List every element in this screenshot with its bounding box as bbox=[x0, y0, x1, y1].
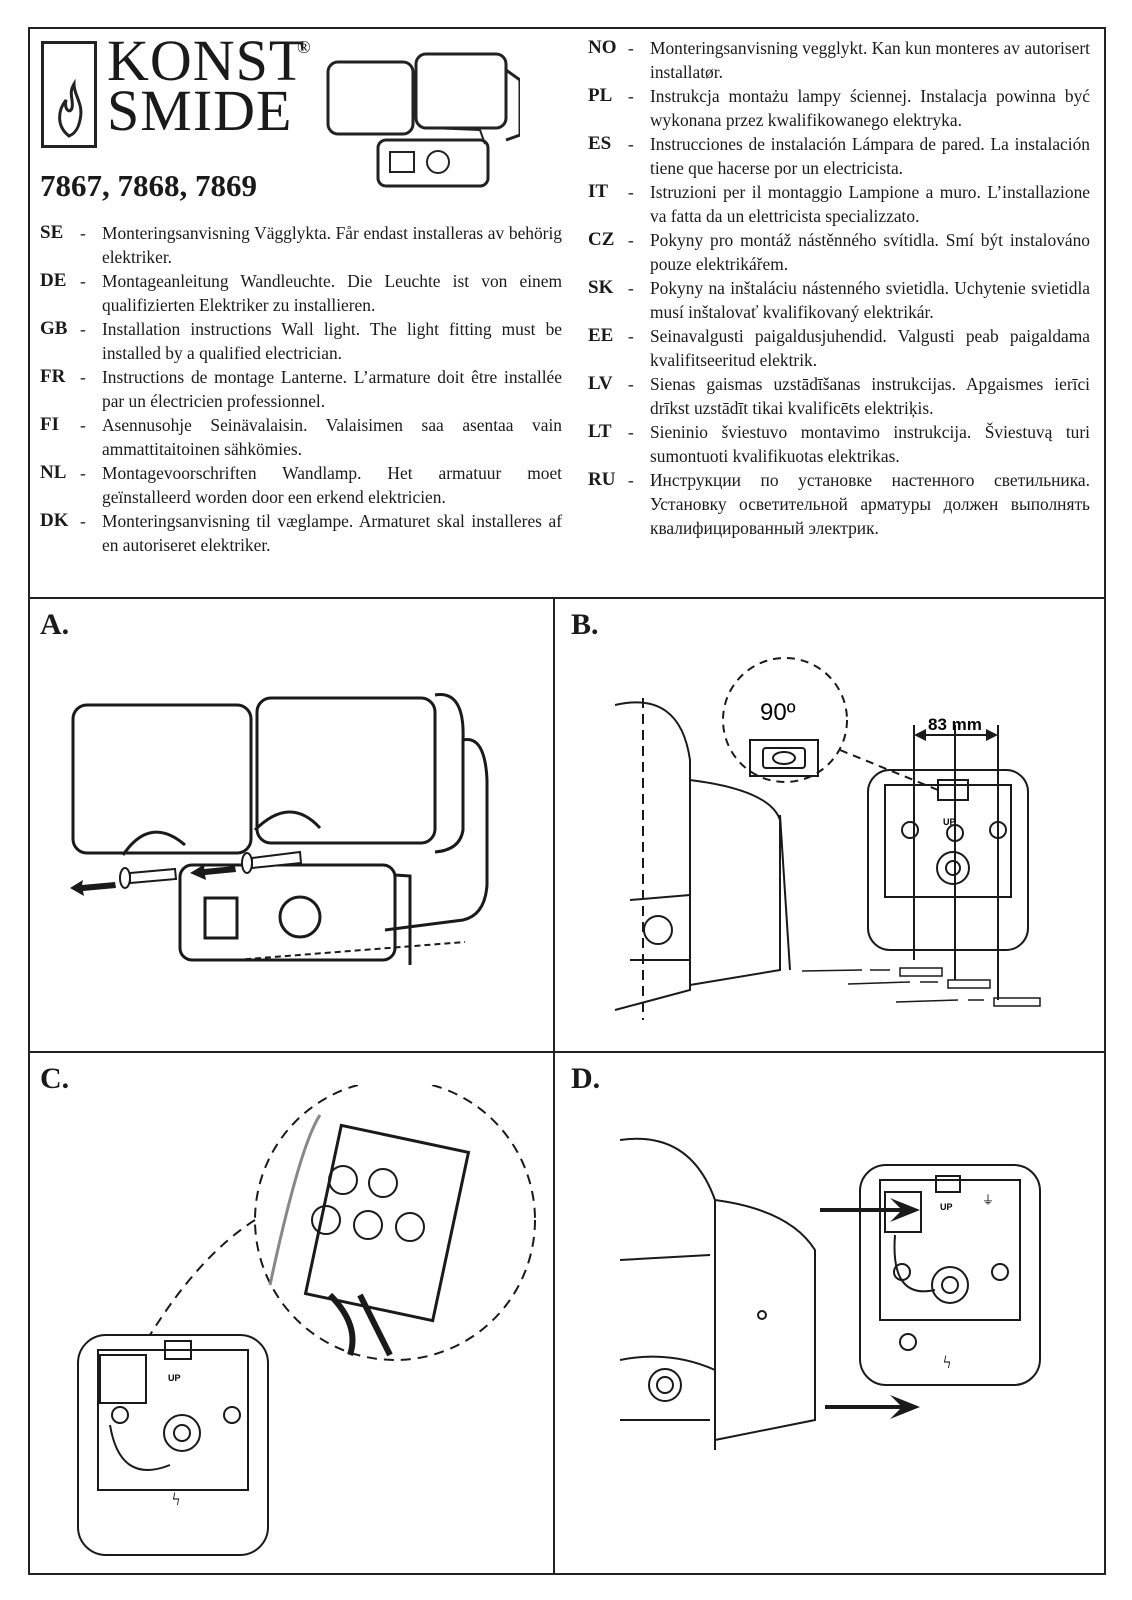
instructions-right-column: NO-Monteringsanvisning vegglykt. Kan kun… bbox=[588, 36, 1090, 540]
lang-code: LV bbox=[588, 373, 613, 394]
rotate-arrow-icon bbox=[121, 810, 322, 856]
model-numbers: 7867, 7868, 7869 bbox=[40, 168, 257, 203]
instruction-se: SE-Monteringsanvisning Vägglykta. Får en… bbox=[40, 222, 562, 267]
lang-code: IT bbox=[588, 181, 609, 202]
lang-code: GB bbox=[40, 318, 68, 339]
lang-code: LT bbox=[588, 421, 612, 442]
header-divider bbox=[28, 597, 1106, 599]
instruction-no: NO-Monteringsanvisning vegglykt. Kan kun… bbox=[588, 37, 1090, 82]
panel-b-illustration: 83 mm 90º UP bbox=[614, 657, 1041, 1020]
brand-flame-logo bbox=[41, 41, 97, 148]
instruction-text: Seinavalgusti paigaldusjuhendid. Valgust… bbox=[650, 326, 1090, 370]
instruction-dk: DK-Monteringsanvisning til væglampe. Arm… bbox=[40, 510, 562, 555]
instructions-left-column: SE-Monteringsanvisning Vägglykta. Får en… bbox=[40, 221, 562, 557]
instruction-it: IT-Istruzioni per il montaggio Lampione … bbox=[588, 181, 1090, 226]
instruction-text: Pokyny pro montáž nástěnného svítidla. S… bbox=[650, 230, 1090, 274]
panel-a-illustration bbox=[70, 693, 489, 965]
instruction-text: Monteringsanvisning Vägglykta. Får endas… bbox=[102, 223, 562, 267]
up-label: UP bbox=[943, 817, 956, 827]
instruction-text: Monteringsanvisning til væglampe. Armatu… bbox=[102, 511, 562, 555]
lang-code: NL bbox=[40, 462, 67, 483]
up-label: UP bbox=[940, 1202, 953, 1212]
lang-code: DK bbox=[40, 510, 69, 531]
instruction-sk: SK-Pokyny na inštaláciu nástenného sviet… bbox=[588, 277, 1090, 322]
lang-code: CZ bbox=[588, 229, 615, 250]
panel-row-divider bbox=[28, 1051, 1106, 1053]
registered-mark: ® bbox=[297, 37, 312, 57]
ground-symbol-icon: ⏚ bbox=[982, 1193, 994, 1207]
brand-line-2: SMIDE bbox=[107, 78, 293, 143]
panel-c-illustration: UP ϟ bbox=[77, 1085, 536, 1556]
brand-line-1: KONST bbox=[107, 28, 306, 93]
instruction-text: Monteringsanvisning vegglykt. Kan kun mo… bbox=[650, 38, 1090, 82]
instruction-de: DE-Montageanleitung Wandleuchte. Die Leu… bbox=[40, 270, 562, 315]
lang-code: RU bbox=[588, 469, 616, 490]
instruction-lt: LT-Sieninio šviestuvo montavimo instrukc… bbox=[588, 421, 1090, 466]
instruction-text: Istruzioni per il montaggio Lampione a m… bbox=[650, 182, 1090, 226]
instruction-ee: EE-Seinavalgusti paigaldusjuhendid. Valg… bbox=[588, 325, 1090, 370]
panel-c-label: C. bbox=[40, 1062, 70, 1095]
instruction-nl: NL-Montagevoorschriften Wandlamp. Het ar… bbox=[40, 462, 562, 507]
up-label: UP bbox=[168, 1373, 181, 1383]
instruction-text: Инструкции по установке настенного свети… bbox=[650, 470, 1090, 538]
instruction-text: Montageanleitung Wandleuchte. Die Leucht… bbox=[102, 271, 562, 315]
page-frame bbox=[28, 27, 1106, 1575]
instruction-text: Asennusohje Seinävalaisin. Valaisimen sa… bbox=[102, 415, 562, 459]
instruction-fi: FI-Asennusohje Seinävalaisin. Valaisimen… bbox=[40, 414, 562, 459]
panel-a-label: A. bbox=[40, 608, 70, 641]
instruction-cz: CZ-Pokyny pro montáž nástěnného svítidla… bbox=[588, 229, 1090, 274]
instruction-gb: GB-Installation instructions Wall light.… bbox=[40, 318, 562, 363]
lang-code: ES bbox=[588, 133, 612, 154]
instruction-lv: LV-Sienas gaismas uzstādīšanas instrukci… bbox=[588, 373, 1090, 418]
instruction-text: Instructions de montage Lanterne. L’arma… bbox=[102, 367, 562, 411]
lang-code: FR bbox=[40, 366, 66, 387]
lang-code: DE bbox=[40, 270, 67, 291]
lang-code: PL bbox=[588, 85, 613, 106]
lightning-icon: ϟ bbox=[943, 1352, 951, 1372]
distance-label: 83 mm bbox=[928, 715, 982, 734]
lang-code: SE bbox=[40, 222, 64, 243]
instruction-es: ES-Instrucciones de instalación Lámpara … bbox=[588, 133, 1090, 178]
floodlight-product-icon bbox=[326, 52, 520, 188]
instruction-text: Instrucciones de instalación Lámpara de … bbox=[650, 134, 1090, 178]
instruction-text: Sienas gaismas uzstādīšanas instrukcijas… bbox=[650, 374, 1090, 418]
panel-d-illustration: UP ϟ ⏚ bbox=[619, 1137, 1041, 1450]
instruction-text: Pokyny na inštaláciu nástenného svietidl… bbox=[650, 278, 1090, 322]
instruction-pl: PL-Instrukcja montażu lampy ściennej. In… bbox=[588, 85, 1090, 130]
wall-plug-icon bbox=[801, 967, 1041, 1007]
instruction-text: Montagevoorschriften Wandlamp. Het armat… bbox=[102, 463, 562, 507]
instruction-text: Installation instructions Wall light. Th… bbox=[102, 319, 562, 363]
lang-code: SK bbox=[588, 277, 614, 298]
instruction-ru: RU-Инструкции по установке настенного св… bbox=[588, 469, 1090, 538]
brand-wordmark: KONST SMIDE ® bbox=[107, 28, 311, 143]
lang-code: NO bbox=[588, 37, 617, 58]
lang-code: EE bbox=[588, 325, 614, 346]
lightning-icon: ϟ bbox=[172, 1489, 180, 1509]
panel-d-label: D. bbox=[571, 1062, 601, 1095]
instruction-text: Instrukcja montażu lampy ściennej. Insta… bbox=[650, 86, 1090, 130]
panel-column-divider bbox=[553, 597, 555, 1575]
panel-b-label: B. bbox=[571, 608, 599, 641]
lang-code: FI bbox=[40, 414, 59, 435]
screw-icon bbox=[119, 850, 303, 889]
instruction-text: Sieninio šviestuvo montavimo instrukcija… bbox=[650, 422, 1090, 466]
angle-label: 90º bbox=[760, 699, 796, 726]
instruction-fr: FR-Instructions de montage Lanterne. L’a… bbox=[40, 366, 562, 411]
